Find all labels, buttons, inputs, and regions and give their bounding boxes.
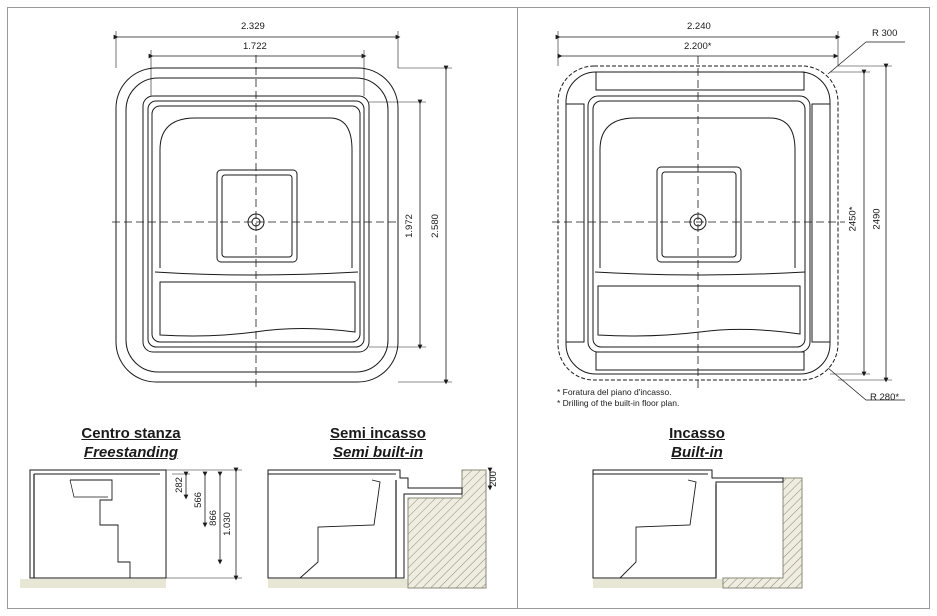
right-panel-frame	[517, 7, 930, 609]
floor-strip	[20, 579, 166, 588]
caption-centro-it: Centro stanza	[81, 425, 181, 442]
caption-semi-incasso: Semi incasso Semi built-in	[303, 424, 453, 462]
caption-incasso-it: Incasso	[669, 425, 725, 442]
dim-section-1030: 1.030	[221, 512, 233, 536]
ground-hatch	[407, 469, 487, 589]
dim-width-overall: 2.329	[241, 21, 265, 32]
dim-section-282: 282	[173, 477, 185, 493]
dim-radius-bottom: R 280*	[870, 392, 900, 403]
caption-semi-en: Semi built-in	[333, 444, 423, 461]
dim-section-200: 200	[487, 471, 499, 487]
outer-rim	[115, 67, 399, 383]
section-semi-builtin	[267, 467, 493, 589]
dim-builtin-height-cut: 2450*	[847, 206, 859, 232]
dim-section-866: 866	[207, 510, 219, 526]
caption-semi-it: Semi incasso	[330, 425, 426, 442]
note-italian: * Foratura del piano d'incasso.	[557, 387, 672, 397]
dim-width-inner: 1.722	[243, 41, 267, 52]
note-english: * Drilling of the built-in floor plan.	[557, 398, 680, 408]
caption-incasso: Incasso Built-in	[622, 424, 772, 462]
ground-hatch-builtin	[722, 477, 803, 589]
plan-builtin	[552, 31, 905, 401]
plan-freestanding	[112, 31, 452, 388]
dim-height-inner: 1.972	[403, 214, 415, 238]
section-builtin	[592, 469, 803, 589]
drain-sump	[216, 169, 298, 263]
dim-builtin-height-overall: 2490	[871, 208, 883, 230]
dim-builtin-width-overall: 2.240	[687, 21, 711, 32]
caption-centro-stanza: Centro stanza Freestanding	[56, 424, 206, 462]
dim-builtin-width-cut: 2.200*	[684, 41, 712, 52]
dim-radius-top: R 300	[872, 28, 898, 39]
dim-height-overall: 2.580	[429, 214, 441, 238]
caption-incasso-en: Built-in	[671, 444, 723, 461]
caption-centro-en: Freestanding	[83, 444, 179, 461]
dim-section-566: 566	[192, 492, 204, 508]
section-freestanding	[20, 467, 242, 588]
tub-basin-builtin	[587, 95, 811, 353]
seat-bench	[159, 281, 356, 337]
